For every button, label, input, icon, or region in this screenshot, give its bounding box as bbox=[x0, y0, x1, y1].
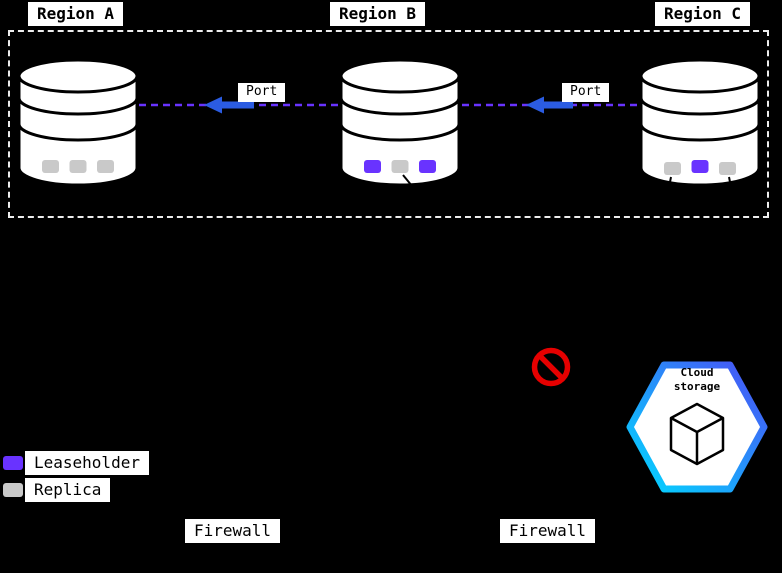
replica-square bbox=[69, 160, 87, 173]
leaseholder-swatch bbox=[3, 456, 23, 470]
replica-square bbox=[664, 162, 681, 175]
replica-swatch-rect bbox=[3, 483, 23, 497]
leaseholder-square bbox=[691, 160, 709, 173]
firewall-label-2: Firewall bbox=[500, 519, 596, 544]
leaseholder-square bbox=[419, 160, 436, 173]
cylinder-divider bbox=[339, 97, 461, 116]
legend-leaseholder-label: Leaseholder bbox=[25, 451, 149, 476]
cylinder-top bbox=[339, 58, 461, 94]
database-region-b bbox=[339, 58, 461, 187]
leader-line bbox=[728, 176, 732, 188]
cloud-storage-label: Cloud storage bbox=[673, 366, 721, 393]
cylinder-divider bbox=[17, 123, 139, 142]
connection-b-c bbox=[462, 96, 639, 114]
replica-square bbox=[391, 160, 409, 173]
database-region-c bbox=[639, 58, 761, 188]
cylinder-divider bbox=[17, 97, 139, 116]
cylinder-divider bbox=[639, 123, 761, 142]
region-c-label: Region C bbox=[655, 2, 751, 27]
firewall-label-1: Firewall bbox=[185, 519, 281, 544]
no-access-icon bbox=[531, 347, 571, 387]
port-label-2: Port bbox=[562, 83, 610, 102]
cylinder-body bbox=[339, 76, 461, 187]
no-access-ring bbox=[531, 347, 571, 387]
cluster-dashed-border bbox=[8, 30, 769, 218]
port-arrow-head bbox=[526, 96, 544, 114]
port-arrow-head bbox=[204, 96, 222, 114]
legend-replica-label: Replica bbox=[25, 478, 111, 503]
cylinder-top bbox=[639, 58, 761, 94]
leader-line bbox=[402, 174, 413, 187]
cloud-storage-hexagon bbox=[626, 361, 768, 493]
cylinder-divider bbox=[639, 97, 761, 116]
replica-square bbox=[97, 160, 114, 173]
hexagon-shape bbox=[626, 361, 768, 493]
database-region-a bbox=[17, 58, 139, 187]
no-access-slash bbox=[537, 353, 565, 381]
cube-icon bbox=[669, 402, 725, 466]
replica-square bbox=[719, 162, 736, 175]
leader-line bbox=[668, 176, 672, 188]
replica-swatch bbox=[3, 483, 23, 497]
leaseholder-swatch-rect bbox=[3, 456, 23, 470]
cylinder-divider bbox=[339, 123, 461, 142]
leaseholder-square bbox=[364, 160, 381, 173]
region-a-label: Region A bbox=[28, 2, 124, 27]
cylinder-top bbox=[17, 58, 139, 94]
port-label-1: Port bbox=[238, 83, 286, 102]
region-b-label: Region B bbox=[330, 2, 426, 27]
cylinder-body bbox=[639, 76, 761, 187]
cylinder-body bbox=[17, 76, 139, 187]
replica-square bbox=[42, 160, 59, 173]
connection-a-b bbox=[139, 96, 340, 114]
